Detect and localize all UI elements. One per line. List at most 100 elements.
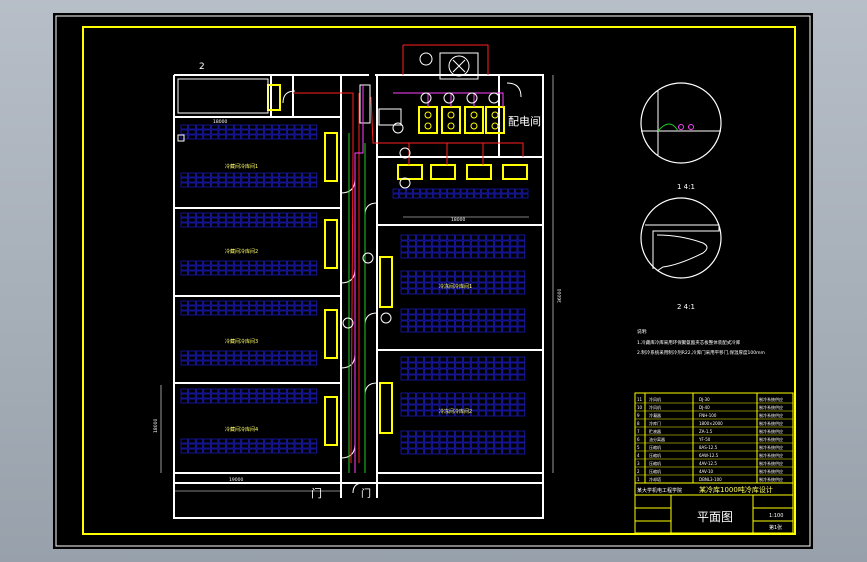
detail-2-caption: 2 4:1 — [677, 303, 695, 311]
title-block-cell: 5 — [637, 445, 640, 450]
rack-grid-left-3-bottom — [180, 350, 318, 366]
rack-grid-left-4-top — [180, 388, 318, 404]
title-block-cell: 4AV-10 — [699, 469, 714, 474]
cooler-row-2 — [430, 164, 456, 180]
title-block-rows: 11 冷风机 DJ-30 制冷系统供应 10 冷风机 DJ-40 制冷系统供应 9 冷凝器 FNH-… — [635, 396, 793, 484]
dim-bottom: 19000 — [229, 477, 243, 483]
title-block-cell: 制冷系统供应 — [759, 412, 783, 418]
title-block-cell: 制冷系统供应 — [759, 404, 783, 410]
title-block-main-title: 某冷库1000吨冷库设计 — [699, 485, 773, 494]
title-block-cell: 制冷系统供应 — [759, 420, 783, 426]
title-block-cell: 1800×2000 — [699, 421, 723, 426]
unit-top-left — [267, 84, 281, 111]
rack-grid-left-1-bottom — [180, 172, 318, 188]
title-block-cell: 冷库门 — [649, 420, 661, 426]
title-block-cell: 2 — [637, 469, 640, 474]
outer-frame — [55, 15, 811, 547]
title-block-cell: 6 — [637, 437, 640, 442]
air-cooler-left-4 — [324, 396, 338, 446]
title-block-cell: 制冷系统供应 — [759, 460, 783, 466]
air-cooler-left-1 — [324, 132, 338, 182]
hall-label-left-3: 冷藏间冷库间3 — [225, 338, 258, 345]
air-cooler-left-2 — [324, 219, 338, 269]
title-block-cell: 8 — [637, 421, 640, 426]
hall-label-left-1: 冷藏间冷库间1 — [225, 163, 258, 170]
dim-top-room: 18000 — [213, 119, 227, 125]
detail-mark-top: 2 — [199, 62, 205, 72]
cooler-row-1 — [397, 164, 423, 180]
rack-grid-group — [180, 124, 529, 455]
rack-grid-machine-room — [392, 188, 529, 199]
title-block-cell: 冷却塔 — [649, 476, 661, 482]
title-block-cell: 冷凝器 — [649, 412, 661, 418]
notes-line-2: 2.制冷系统采用制冷剂R22,冷库门采用平移门,保温厚度100mm — [637, 349, 765, 356]
title-block-cell: YF-50 — [698, 437, 711, 442]
room-label-gate: 门 — [361, 487, 371, 500]
rack-grid-right-2-mid — [400, 392, 526, 417]
dimension-lines — [160, 75, 554, 492]
title-block-drawing-name: 平面图 — [697, 510, 733, 524]
title-block-cell: 7 — [637, 429, 640, 434]
title-block-cell: 3 — [637, 461, 640, 466]
hall-label-left-4: 冷藏间冷库间4 — [225, 426, 258, 433]
title-block-cell: 8AS-12.5 — [699, 445, 718, 450]
title-block-cell: ZA-1.5 — [699, 429, 713, 434]
title-block-sheet: 第1张 — [769, 524, 782, 531]
title-block-cell: 6AW-12.5 — [699, 453, 719, 458]
hall-label-right-2: 冷冻间冷库间2 — [439, 408, 472, 415]
title-block-cell: 压缩机 — [649, 444, 661, 450]
title-block-cell: 制冷系统供应 — [759, 396, 783, 402]
title-block-cell: 4AV-12.5 — [699, 461, 717, 466]
compressor-4 — [485, 106, 505, 134]
title-block-cell: 10 — [637, 405, 643, 410]
rack-grid-right-1-mid — [400, 270, 526, 295]
air-cooler-right-1 — [379, 256, 393, 308]
title-block-cell: DJ-30 — [699, 397, 710, 402]
title-block-scale: 1:100 — [769, 513, 783, 519]
room-label-exit: 门 — [311, 486, 322, 500]
inner-frame — [82, 26, 796, 535]
title-block-cell: 冷风机 — [649, 404, 661, 410]
machine-room-blocks — [177, 52, 479, 142]
title-block-cell: 制冷系统供应 — [759, 428, 783, 434]
title-block-cell: 压缩机 — [649, 468, 661, 474]
detail-1-caption: 1 4:1 — [677, 183, 695, 191]
rack-grid-left-3-top — [180, 300, 318, 316]
title-block-cell: 制冷系统供应 — [759, 468, 783, 474]
title-block-company: 某大学机电工程学院 — [637, 487, 682, 494]
hall-label-right-1: 冷冻间冷库间1 — [439, 283, 472, 290]
title-block-cell: 贮液器 — [649, 428, 661, 434]
title-block-cell: 制冷系统供应 — [759, 444, 783, 450]
title-block-cell: 9 — [637, 413, 640, 418]
title-block-cell: 油分离器 — [649, 436, 665, 442]
circle-markers — [342, 52, 500, 329]
title-block-cell: 制冷系统供应 — [759, 476, 783, 482]
detail-1 — [640, 82, 722, 164]
rack-grid-right-2-bottom — [400, 430, 526, 455]
notes-line-1: 1.冷藏库冷库采用环保聚氨酯夹芯板整体装配式冷库 — [637, 339, 741, 346]
title-block-cell: 冷风机 — [649, 396, 661, 402]
rack-grid-right-2-top — [400, 356, 526, 381]
equipment — [267, 84, 528, 446]
air-cooler-left-3 — [324, 309, 338, 359]
title-block-cell: 制冷系统供应 — [759, 452, 783, 458]
compressor-details — [424, 111, 499, 130]
title-block-cell: DJ-40 — [699, 405, 710, 410]
rack-grid-left-2-top — [180, 212, 318, 228]
title-block-cell: FNH-100 — [699, 413, 717, 418]
dim-left-side: 18000 — [153, 419, 159, 433]
room-label-distribution: 配电间 — [508, 115, 541, 128]
rack-grid-left-4-bottom — [180, 438, 318, 454]
cooler-row-3 — [466, 164, 492, 180]
title-block-cell: 压缩机 — [649, 460, 661, 466]
title-block-cell: 4 — [637, 453, 640, 458]
title-block-cell: 11 — [637, 397, 643, 402]
piping — [293, 44, 524, 473]
rack-grid-left-1-top — [180, 124, 318, 140]
title-block-cell: 制冷系统供应 — [759, 436, 783, 442]
hall-label-left-2: 冷藏间冷库间2 — [225, 248, 258, 255]
drawing-canvas[interactable]: 配电间 门 门 2 冷藏间冷库间1 冷藏间冷库间2 冷藏间冷库间3 冷藏间冷库间… — [53, 13, 813, 549]
dim-right-side: 36000 — [557, 289, 563, 303]
rack-grid-right-1-top — [400, 234, 526, 259]
